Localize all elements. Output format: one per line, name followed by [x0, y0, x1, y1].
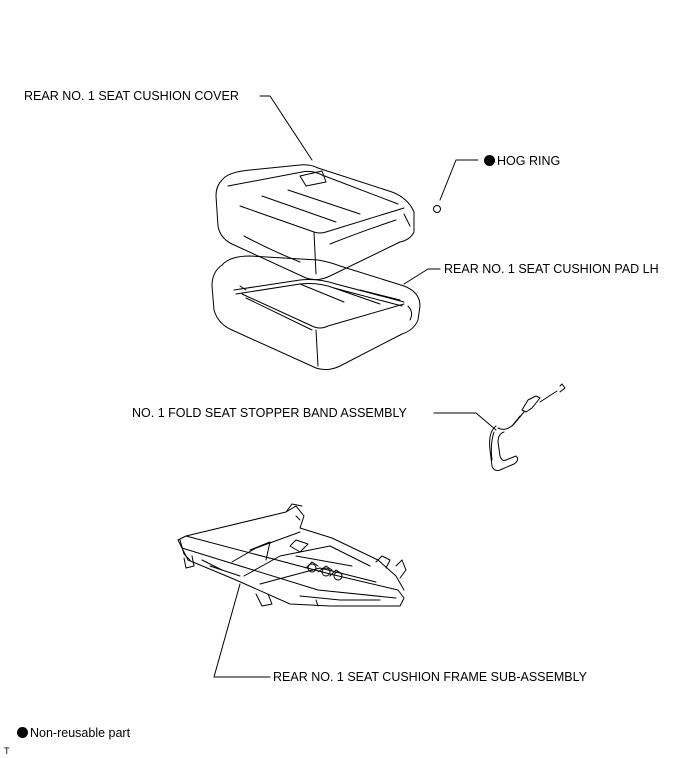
footer-code: T: [4, 746, 10, 756]
seat-cushion-pad-drawing: [211, 255, 421, 371]
legend-non-reusable-text: Non-reusable part: [30, 726, 131, 740]
label-cushion-pad: REAR NO. 1 SEAT CUSHION PAD LH: [444, 262, 659, 276]
seat-cushion-cover-drawing: [215, 164, 415, 281]
seat-cushion-frame-drawing: [177, 503, 407, 607]
legend-marker-icon: [17, 727, 28, 738]
label-hog-ring-group: HOG RING: [484, 154, 560, 168]
stopper-band-drawing: [489, 383, 566, 471]
non-reusable-marker-icon: [484, 155, 495, 166]
label-hog-ring: HOG RING: [497, 154, 561, 168]
label-cushion-frame: REAR NO. 1 SEAT CUSHION FRAME SUB-ASSEMB…: [273, 670, 587, 684]
leader-hog-ring: [439, 159, 479, 201]
leader-cushion-pad: [403, 268, 441, 285]
leader-cushion-cover: [259, 95, 313, 161]
leader-cushion-frame: [213, 583, 271, 678]
label-cushion-cover: REAR NO. 1 SEAT CUSHION COVER: [24, 89, 239, 103]
hog-ring-drawing: [433, 205, 441, 213]
label-stopper-band: NO. 1 FOLD SEAT STOPPER BAND ASSEMBLY: [132, 406, 407, 420]
leader-stopper-band: [433, 412, 497, 431]
legend: Non-reusable part: [17, 726, 130, 740]
